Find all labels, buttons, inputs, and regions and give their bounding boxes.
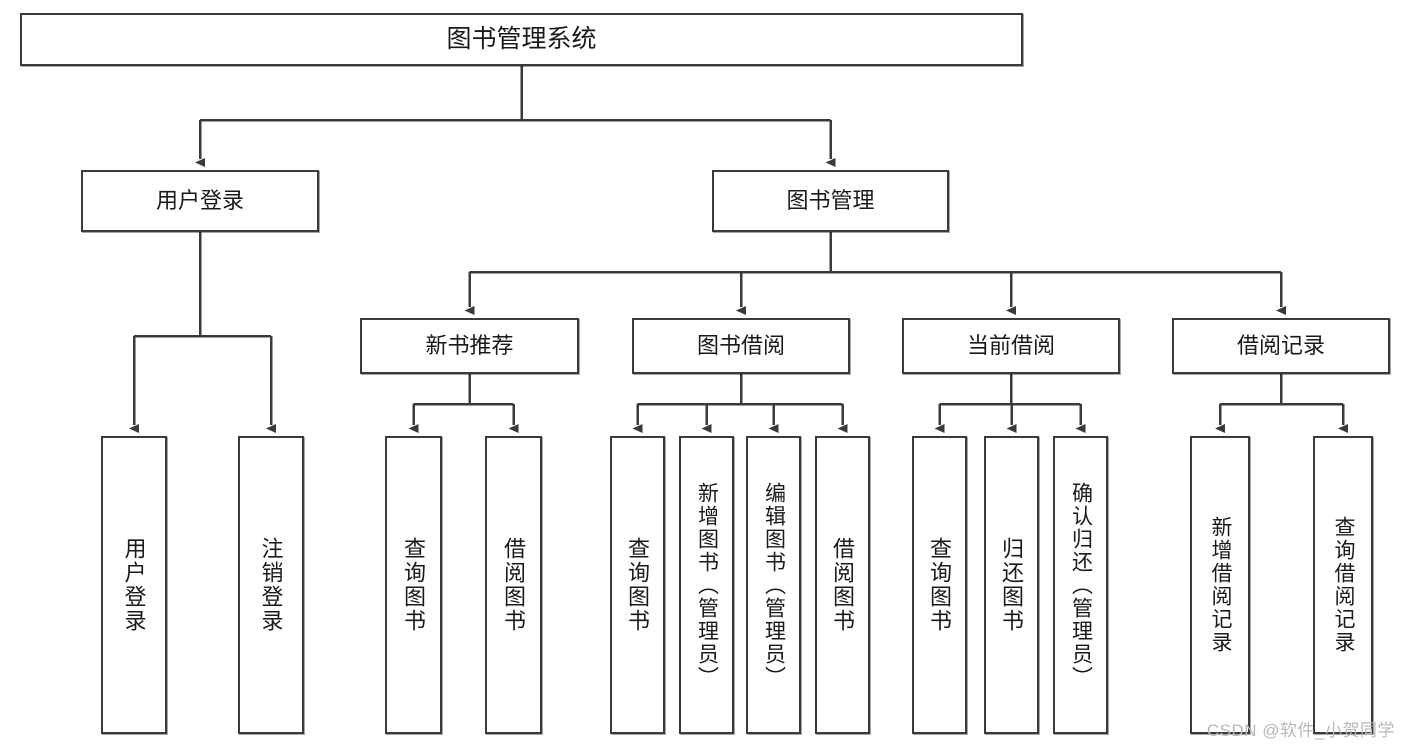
node-label: 当前借阅 [966, 333, 1055, 359]
node-label: 注销登录 [258, 537, 284, 633]
node-leaf-rec-query[interactable]: 查询图书 [385, 436, 442, 734]
node-label: 图书管理 [786, 188, 875, 214]
node-label: 归还图书 [999, 537, 1025, 633]
node-leaf-user-login[interactable]: 用户登录 [101, 436, 167, 734]
node-label: 编辑图书（管理员） [762, 481, 786, 689]
node-current-borrow[interactable]: 当前借阅 [902, 318, 1120, 374]
node-label: 查询图书 [625, 537, 651, 633]
node-book-manage[interactable]: 图书管理 [712, 170, 949, 232]
node-label: 查询图书 [401, 537, 427, 633]
node-label: 新增借阅记录 [1209, 516, 1233, 654]
node-leaf-bb-edit[interactable]: 编辑图书（管理员） [746, 436, 801, 734]
node-leaf-bb-borrow[interactable]: 借阅图书 [815, 436, 870, 734]
node-leaf-cb-return[interactable]: 归还图书 [984, 436, 1039, 734]
node-label: 借阅图书 [501, 537, 527, 633]
node-user-login[interactable]: 用户登录 [81, 170, 319, 232]
node-label: 用户登录 [121, 537, 147, 633]
node-book-borrow[interactable]: 图书借阅 [632, 318, 850, 374]
node-borrow-record[interactable]: 借阅记录 [1172, 318, 1390, 374]
node-leaf-br-query[interactable]: 查询借阅记录 [1313, 436, 1373, 734]
node-label: 查询借阅记录 [1332, 516, 1356, 654]
node-leaf-bb-add[interactable]: 新增图书（管理员） [679, 436, 734, 734]
node-leaf-bb-query[interactable]: 查询图书 [610, 436, 665, 734]
watermark-text: CSDN @软件_小贺同学 [1206, 721, 1395, 740]
node-leaf-rec-borrow[interactable]: 借阅图书 [485, 436, 542, 734]
node-label: 借阅图书 [830, 537, 856, 633]
node-label: 确认归还（管理员） [1069, 481, 1093, 689]
node-label: 借阅记录 [1236, 333, 1325, 359]
node-label: 用户登录 [155, 188, 244, 214]
node-leaf-br-add[interactable]: 新增借阅记录 [1190, 436, 1250, 734]
node-label: 图书借阅 [696, 333, 785, 359]
node-leaf-cb-confirm[interactable]: 确认归还（管理员） [1053, 436, 1108, 734]
node-label: 图书管理系统 [446, 24, 597, 53]
node-leaf-cb-query[interactable]: 查询图书 [912, 436, 967, 734]
node-new-book-rec[interactable]: 新书推荐 [360, 318, 579, 374]
node-leaf-user-logout[interactable]: 注销登录 [238, 436, 304, 734]
node-label: 新增图书（管理员） [695, 481, 719, 689]
node-label: 新书推荐 [425, 333, 514, 359]
node-label: 查询图书 [927, 537, 953, 633]
node-root[interactable]: 图书管理系统 [20, 13, 1023, 66]
